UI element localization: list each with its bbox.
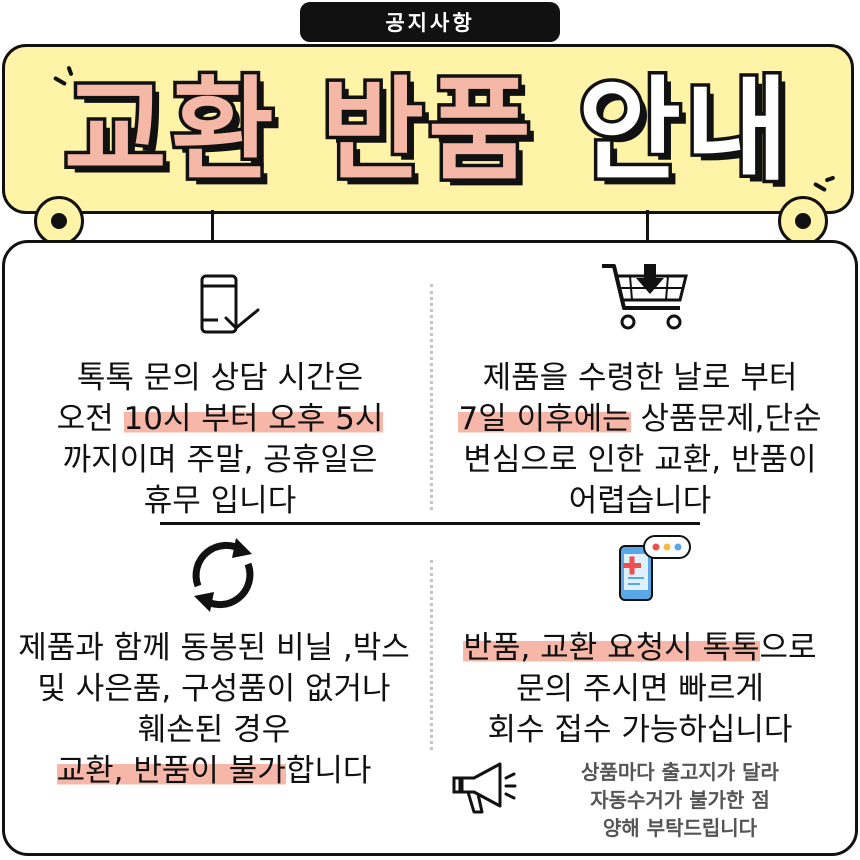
vertical-divider-bottom — [430, 560, 433, 750]
megaphone-icon — [452, 762, 517, 814]
phone-chat-icon — [619, 535, 691, 601]
return-period-text: 제품을 수령한 날로 부터 7일 이후에는 상품문제,단순 변심으로 인한 교환… — [458, 360, 822, 519]
request-process-text: 반품, 교환 요청시 톡톡으로 문의 주시면 빠르게 회수 접수 가능하십니다 — [463, 630, 817, 748]
shopping-cart-download-icon — [602, 264, 688, 330]
title-part-guide: 안내 — [575, 63, 793, 200]
highlight-request-process: 반품, 교환 요청시 톡톡 — [463, 630, 760, 666]
shipping-note: 상품마다 출고지가 달라 자동수거가 불가한 점 양해 부탁드립니다 — [581, 760, 779, 840]
phone-check-icon — [200, 274, 260, 334]
consult-hours-text: 톡톡 문의 상담 시간은 오전 10시 부터 오후 5시 까지이며 주말, 공휴… — [56, 360, 384, 519]
highlight-consult-hours: 10시 부터 오후 5시 — [123, 401, 384, 437]
highlight-return-period: 7일 이후에는 — [458, 401, 631, 437]
notice-label: 공지사항 — [300, 2, 560, 42]
title-part-exchange-return: 교환 반품 — [60, 63, 536, 200]
not-refundable-text: 제품과 함께 동봉된 비닐 ,박스 및 사은품, 구성품이 없거나 훼손된 경우… — [18, 630, 410, 789]
banner-hanger-right — [646, 210, 649, 242]
highlight-not-refundable: 교환, 반품이 불가 — [56, 753, 286, 789]
banner-tab-left — [34, 196, 84, 246]
horizontal-divider — [160, 522, 700, 525]
refresh-arrows-icon — [192, 538, 254, 612]
title-banner: 교환 반품 안내 — [2, 44, 854, 214]
page-title: 교환 반품 안내 — [5, 61, 851, 201]
banner-tab-right — [778, 196, 828, 246]
banner-hanger-left — [211, 210, 214, 242]
vertical-divider-top — [430, 284, 433, 510]
